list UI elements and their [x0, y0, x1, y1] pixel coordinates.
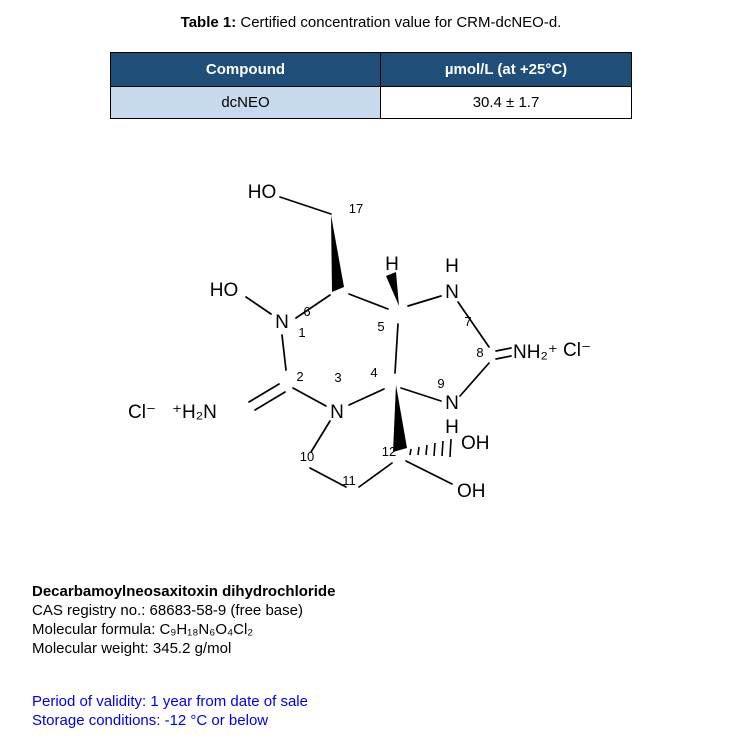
table-caption-text: Certified concentration value for CRM-dc… [236, 14, 562, 31]
num-11: 11 [342, 473, 356, 488]
num-3: 3 [334, 370, 341, 385]
num-6: 6 [303, 304, 310, 319]
double-bond-c8-n-a [495, 347, 512, 352]
validity-block: Period of validity: 1 year from date of … [32, 692, 308, 730]
bond-hoTop-c17 [279, 196, 332, 215]
hash-wedge-c12-oh [409, 438, 452, 458]
num-5: 5 [377, 319, 384, 334]
table-caption-label: Table 1: [180, 14, 237, 31]
atom-labels: HO H HO N H N NH₂⁺ Cl⁻ N H Cl⁻ ⁺H₂N N OH… [128, 182, 591, 502]
atom-oh-lower: OH [457, 481, 486, 502]
wedge-bonds [331, 215, 407, 452]
molecular-formula-line: Molecular formula: C₉H₁₈N₆O₄Cl₂ [32, 621, 254, 638]
bond-n1-ho [245, 296, 272, 315]
atom-n1: N [275, 312, 289, 333]
bond-c11-c12 [358, 462, 393, 488]
atom-number-labels: 17 1 6 5 7 8 2 3 4 9 10 11 12 [296, 201, 483, 488]
bond-c8-n9 [459, 362, 490, 397]
counterion-cl-right: Cl⁻ [563, 340, 591, 361]
double-bond-c8-n-b [495, 355, 512, 360]
compound-name: Decarbamoylneosaxitoxin dihydrochloride [32, 583, 336, 600]
atom-h-n7: H [445, 256, 459, 277]
bond-c10-c11 [309, 467, 347, 488]
num-8: 8 [476, 345, 483, 360]
num-7: 7 [464, 314, 471, 329]
num-2: 2 [296, 369, 303, 384]
bond-n7-c8 [457, 301, 490, 348]
wedge-c5-h [386, 272, 399, 306]
period-of-validity-line: Period of validity: 1 year from date of … [32, 693, 308, 710]
bond-n3-c4 [348, 388, 385, 406]
double-bond-c2-n-b [254, 391, 286, 411]
atom-nh2-right: NH₂⁺ [513, 342, 558, 363]
bond-c6-n1 [295, 294, 331, 319]
atom-oh-upper: OH [461, 433, 490, 454]
counterion-cl-left: Cl⁻ [128, 402, 156, 423]
table-row: dcNEO 30.4 ± 1.7 [110, 86, 632, 119]
bond-n3-c10 [310, 420, 331, 453]
concentration-table: Compound µmol/L (at +25°C) dcNEO 30.4 ± … [110, 52, 632, 119]
bond-c5-c6 [348, 293, 389, 310]
atom-ho-left: HO [210, 280, 239, 301]
num-1: 1 [298, 325, 305, 340]
bond-c4-c5 [394, 323, 399, 374]
table-caption: Table 1: Certified concentration value f… [0, 14, 742, 31]
compound-cell: dcNEO [110, 86, 381, 119]
double-bond-c2-n-a [248, 383, 280, 403]
storage-conditions-line: Storage conditions: -12 °C or below [32, 712, 269, 729]
bond-n1-c2 [281, 334, 287, 371]
num-17: 17 [349, 201, 363, 216]
bond-n9-c4 [400, 387, 442, 402]
atom-n3: N [330, 402, 344, 423]
compound-info-block: Decarbamoylneosaxitoxin dihydrochloride … [32, 582, 335, 658]
cas-registry-line: CAS registry no.: 68683-58-9 (free base) [32, 602, 303, 619]
concentration-cell: 30.4 ± 1.7 [380, 86, 632, 119]
atom-h-c5: H [385, 254, 399, 275]
atom-h2n-left: ⁺H₂N [172, 402, 217, 423]
molecular-weight-line: Molecular weight: 345.2 g/mol [32, 640, 232, 657]
atom-ho-top: HO [248, 182, 277, 203]
bond-c2-n3 [292, 387, 327, 407]
wedge-c17-c6 [331, 215, 344, 292]
num-4: 4 [370, 365, 377, 380]
col-header-compound: Compound [110, 52, 381, 87]
col-header-concentration: µmol/L (at +25°C) [380, 52, 632, 87]
atom-h-n9: H [445, 417, 459, 438]
table-header-row: Compound µmol/L (at +25°C) [110, 52, 632, 87]
bond-lines [245, 196, 512, 488]
molecule-structure-diagram: HO H HO N H N NH₂⁺ Cl⁻ N H Cl⁻ ⁺H₂N N OH… [128, 182, 591, 502]
num-9: 9 [437, 376, 444, 391]
atom-n7: N [445, 282, 459, 303]
wedge-c4-c12 [393, 385, 407, 452]
num-12: 12 [382, 444, 396, 459]
bond-c12-oh-lower [405, 460, 453, 485]
bond-c5-n7 [407, 295, 442, 307]
atom-n9: N [445, 393, 459, 414]
num-10: 10 [300, 449, 314, 464]
